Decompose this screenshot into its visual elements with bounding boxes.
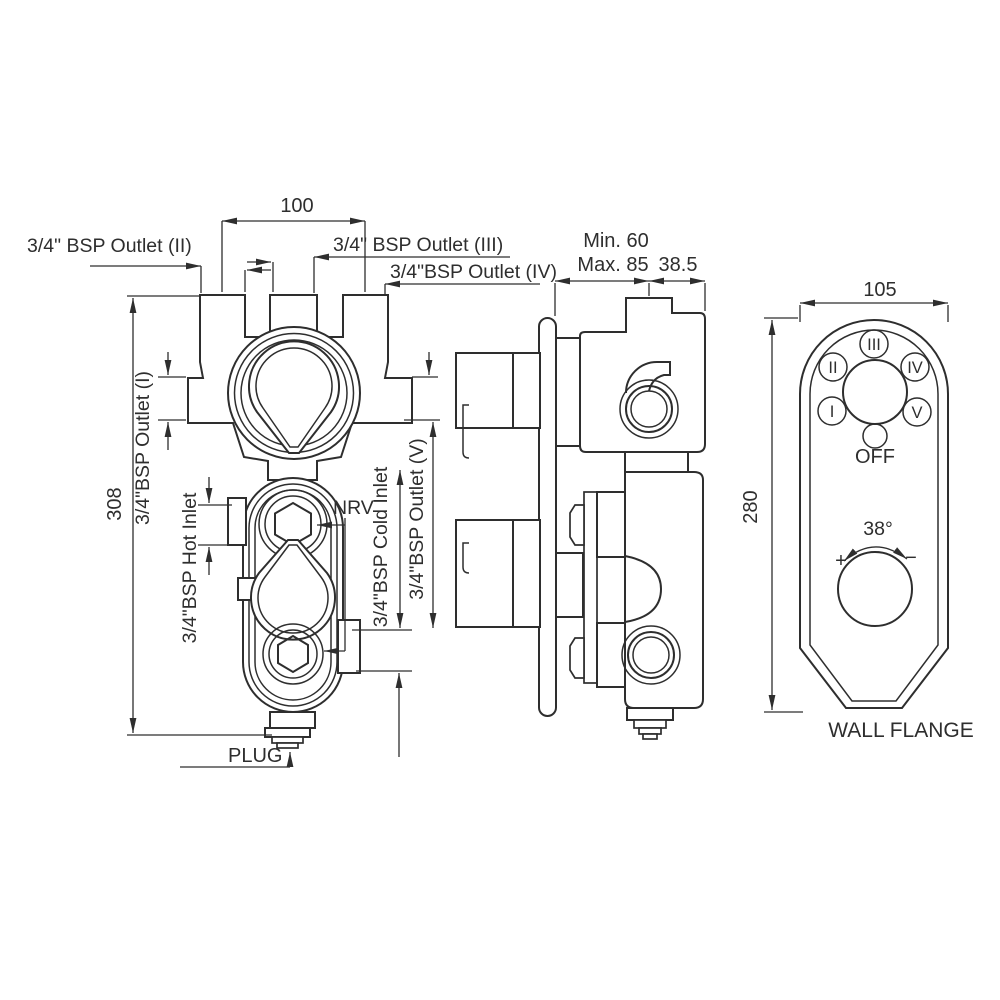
wall-flange-view: III II IV I V OFF 38° + − WALL FLANGE bbox=[799, 319, 974, 742]
position-label-3: III bbox=[867, 336, 881, 354]
nrv-bottom-ring-outer bbox=[262, 623, 324, 685]
off-label: OFF bbox=[855, 446, 895, 468]
side-plug-disc2 bbox=[638, 727, 662, 735]
outlet3-label: 3/4" BSP Outlet (III) bbox=[333, 234, 503, 256]
bottom-bolt-hex bbox=[569, 637, 585, 679]
temp-handle-inner bbox=[257, 544, 329, 634]
outlet2-label: 3/4" BSP Outlet (II) bbox=[27, 235, 192, 257]
nrv-bottom-hex bbox=[277, 634, 309, 674]
nrv-bottom-ring-inner bbox=[268, 629, 318, 679]
dim-308-text: 308 bbox=[104, 487, 126, 520]
front-bottom-neck bbox=[269, 711, 316, 729]
bottom-clamp-block bbox=[596, 622, 626, 688]
dim-100-text: 100 bbox=[280, 195, 313, 217]
upper-trim-bracket bbox=[462, 404, 470, 459]
mid-connector bbox=[624, 451, 689, 473]
top-clamp-block bbox=[596, 491, 626, 558]
wall-flange-caption: WALL FLANGE bbox=[828, 719, 973, 742]
outlet4-label: 3/4"BSP Outlet (IV) bbox=[390, 261, 557, 283]
dim-max-text: Max. 85 bbox=[577, 254, 648, 276]
dim-min-text: Min. 60 bbox=[583, 230, 649, 252]
front-plug-disc bbox=[271, 736, 304, 744]
lower-knob-inner-ring bbox=[632, 636, 670, 674]
temp-handle-outer bbox=[250, 539, 336, 641]
position-label-5: V bbox=[911, 404, 922, 422]
front-plug-tip bbox=[276, 742, 299, 749]
position-label-2: II bbox=[828, 359, 837, 377]
dim-offset-text: 38.5 bbox=[659, 254, 698, 276]
position-circle-1 bbox=[817, 396, 847, 426]
front-plug-flange bbox=[264, 727, 311, 738]
side-plug-tip bbox=[642, 733, 658, 740]
cartridge-bump bbox=[624, 554, 663, 624]
upper-trim-knob bbox=[455, 352, 541, 429]
plug-label: PLUG bbox=[228, 745, 282, 767]
side-plug-disc1 bbox=[633, 719, 667, 729]
lower-knob bbox=[627, 631, 675, 679]
nrv-label: NRV bbox=[333, 497, 374, 519]
position-label-1: I bbox=[830, 403, 835, 421]
lower-trim-bracket bbox=[462, 542, 470, 574]
diverter-handle-inner bbox=[255, 347, 333, 448]
top-bolt-hex bbox=[569, 504, 585, 546]
position-circle-4 bbox=[900, 352, 930, 382]
annotations: 308 100 3/4" BSP Outlet (II) 3/4" BSP Ou… bbox=[27, 195, 949, 768]
lower-stem bbox=[553, 552, 584, 618]
position-label-4: IV bbox=[907, 359, 923, 377]
position-circle-3 bbox=[859, 329, 889, 359]
off-circle bbox=[862, 423, 888, 449]
upper-knob bbox=[625, 385, 673, 433]
cold-inlet-label: 3/4"BSP Cold Inlet bbox=[370, 466, 392, 627]
mounting-plate bbox=[583, 491, 598, 684]
upper-stem bbox=[553, 337, 581, 447]
upper-valve-block bbox=[579, 297, 706, 453]
flange-inner-outline bbox=[809, 329, 939, 702]
upper-knob-hook bbox=[625, 361, 671, 394]
angle-label: 38° bbox=[863, 518, 893, 540]
lower-knob-outer-ring bbox=[621, 625, 681, 685]
dim-280-text: 280 bbox=[740, 490, 762, 523]
outlet1-label: 3/4"BSP Outlet (I) bbox=[132, 371, 154, 525]
dim-105-text: 105 bbox=[863, 279, 896, 301]
side-plug-flange bbox=[626, 707, 674, 721]
lower-trim-knob bbox=[455, 519, 541, 628]
hot-inlet-label: 3/4"BSP Hot Inlet bbox=[179, 492, 201, 643]
cold-inlet-port bbox=[337, 619, 361, 674]
position-circle-5 bbox=[902, 397, 932, 427]
side-view bbox=[455, 297, 706, 740]
position-circle-2 bbox=[818, 352, 848, 382]
minus-label: − bbox=[905, 547, 917, 569]
upper-knob-outer-ring bbox=[619, 379, 679, 439]
wall-flange-profile bbox=[538, 317, 557, 717]
angle-arc-arrow bbox=[843, 546, 908, 562]
plus-label: + bbox=[835, 550, 847, 572]
hot-inlet-port bbox=[227, 497, 247, 546]
front-view bbox=[187, 294, 413, 749]
flange-outer-outline bbox=[799, 319, 949, 709]
outlet5-label: 3/4"BSP Outlet (V) bbox=[406, 438, 428, 600]
diverter-handle-outer bbox=[248, 340, 340, 454]
